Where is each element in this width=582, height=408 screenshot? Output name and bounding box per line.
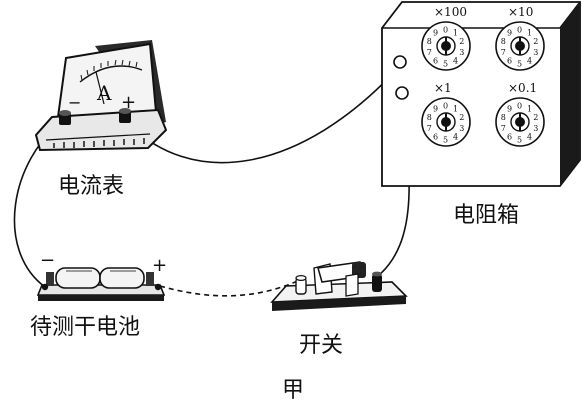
dial-digit: 8 [501, 113, 506, 122]
box-terminal-lower[interactable] [395, 86, 409, 100]
dial-digit: 1 [453, 29, 458, 38]
ammeter-plus-sign: + [121, 92, 136, 113]
dial-digit: 5 [517, 136, 522, 145]
dial-digit: 1 [527, 105, 532, 114]
dial-digit: 0 [517, 26, 522, 35]
dial-digit: 6 [433, 132, 438, 141]
switch-contact-clip [345, 273, 359, 297]
battery-cell-left [55, 267, 101, 289]
figure-label: 甲 [282, 378, 304, 403]
dial-digit: 3 [533, 48, 538, 57]
ammeter-scale-ticks [80, 59, 138, 81]
dial-digit: 9 [507, 29, 512, 38]
ammeter: A − + [34, 40, 168, 152]
ammeter-minus-sign: − [68, 93, 81, 112]
dial-digit: 3 [459, 48, 464, 57]
dial-digit: 7 [427, 48, 432, 57]
dial-digit: 9 [507, 105, 512, 114]
ammeter-base [34, 108, 168, 152]
dial-digit: 2 [459, 37, 464, 46]
ammeter-scale [79, 65, 143, 83]
battery-plus-sign: + [152, 255, 167, 276]
battery-terminal-minus[interactable] [41, 283, 49, 291]
dial-digit: 4 [453, 56, 458, 65]
switch-terminal-right[interactable] [372, 271, 382, 292]
ammeter-label: 电流表 [58, 174, 124, 199]
battery-minus-sign: − [40, 250, 55, 271]
ammeter-pointer [95, 71, 105, 105]
battery-base-bottom [38, 295, 164, 301]
dial-digit: 8 [501, 37, 506, 46]
dial-digit: 0 [517, 102, 522, 111]
dial-multiplier-label: ×100 [434, 5, 467, 19]
dial-digit: 0 [443, 26, 448, 35]
dial-digit: 1 [527, 29, 532, 38]
battery-clip-right [146, 272, 154, 286]
dial-digit: 9 [433, 29, 438, 38]
dial-digit: 5 [517, 60, 522, 69]
dial-multiplier-label: ×10 [508, 5, 533, 19]
ammeter-terminal-plus[interactable] [119, 108, 131, 123]
dial-digit: 7 [427, 124, 432, 133]
dial-digit: 3 [533, 124, 538, 133]
dial-digit: 6 [433, 56, 438, 65]
dial-digit: 2 [459, 113, 464, 122]
ammeter-base-ribs [53, 138, 145, 148]
wire-battery-to-switch [159, 279, 301, 297]
dial-digit: 0 [443, 102, 448, 111]
dial-digit: 5 [443, 136, 448, 145]
battery-cell-right [99, 267, 145, 289]
dial-digit: 9 [433, 105, 438, 114]
dial-digit: 4 [453, 132, 458, 141]
dial-digit: 7 [501, 48, 506, 57]
dial-digit: 8 [427, 113, 432, 122]
battery-holder: − + [36, 250, 167, 301]
battery-terminal-plus[interactable] [154, 283, 162, 291]
resistance-box-side [560, 2, 580, 186]
box-terminal-upper[interactable] [393, 55, 407, 69]
battery-clip-left [46, 272, 54, 286]
wire-ammeter-to-box [124, 65, 401, 164]
battery-base [36, 284, 166, 296]
dial-digit: 1 [453, 105, 458, 114]
dial-multiplier-label: ×1 [434, 81, 452, 95]
dial-digit: 6 [507, 56, 512, 65]
ammeter-terminal-minus[interactable] [59, 110, 71, 125]
dial-digit: 4 [527, 132, 532, 141]
dial-digit: 3 [459, 124, 464, 133]
switch-terminal-left[interactable] [295, 275, 307, 295]
battery-label: 待测干电池 [30, 315, 140, 340]
dial-digit: 8 [427, 37, 432, 46]
dial-digit: 6 [507, 132, 512, 141]
resistance-box-front [381, 1, 581, 187]
dial-digit: 4 [527, 56, 532, 65]
knife-switch[interactable] [270, 261, 408, 311]
dial-digit: 2 [533, 113, 538, 122]
ammeter-base-ridge [45, 133, 151, 141]
ammeter-unit-letter: A [96, 81, 112, 105]
resistance-box-label: 电阻箱 [453, 203, 519, 228]
dial-digit: 2 [533, 37, 538, 46]
switch-label: 开关 [299, 333, 343, 358]
dial-multiplier-label: ×0.1 [508, 81, 537, 95]
dial-digit: 7 [501, 124, 506, 133]
switch-base-front [272, 296, 406, 311]
dial-digit: 5 [443, 60, 448, 69]
